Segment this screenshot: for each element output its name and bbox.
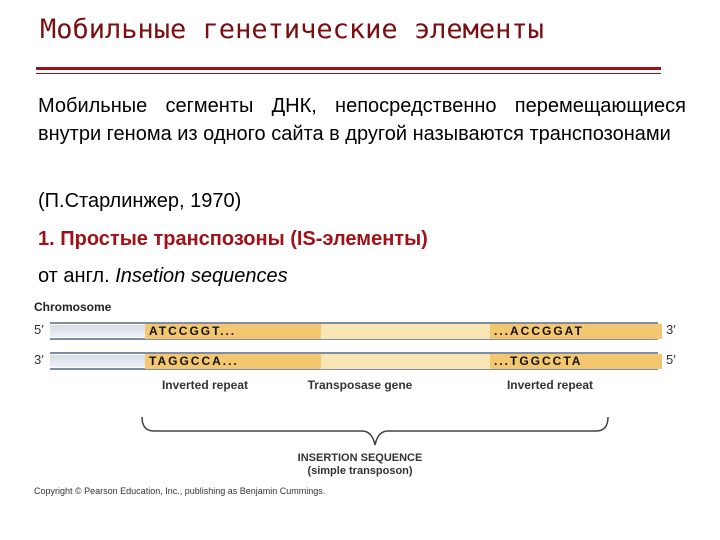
insertion-sequence-title: INSERTION SEQUENCE [297, 452, 423, 464]
section-heading: 1. Простые транспозоны (IS-элементы) [38, 228, 428, 250]
top-left-sequence: ATCCGGT... [145, 324, 321, 339]
definition-paragraph: Мобильные сегменты ДНК, непосредственно … [38, 95, 686, 145]
bottom-strand: TAGGCCA... ...TGGCCTA [50, 352, 662, 370]
strand-edge [50, 352, 658, 354]
origin-prefix: от англ. [38, 265, 116, 287]
title-rule-thin [36, 73, 661, 74]
origin-term: Insetion sequences [115, 265, 288, 287]
strand-edge [50, 368, 658, 370]
title-rule-thick [36, 67, 661, 70]
bottom-left-end: 3′ [34, 352, 44, 367]
strand-edge [50, 322, 658, 324]
top-strand: ATCCGGT... ...ACCGGAT [50, 322, 662, 340]
insertion-sequence-label: INSERTION SEQUENCE (simple transposon) [290, 452, 430, 478]
slide-title: Мобильные генетические элементы [40, 14, 544, 45]
citation: (П.Старлинжер, 1970) [38, 190, 242, 212]
inverted-repeat-left-label: Inverted repeat [161, 378, 249, 392]
top-left-end: 5′ [34, 322, 44, 337]
transposase-region [321, 324, 490, 339]
transposase-region [321, 354, 490, 369]
insertion-sequence-brace [141, 416, 609, 446]
top-right-sequence: ...ACCGGAT [490, 324, 662, 339]
bottom-right-end: 5′ [666, 352, 676, 367]
top-right-end: 3′ [666, 322, 676, 337]
transposase-gene-label: Transposase gene [307, 378, 413, 392]
term-origin: от англ. Insetion sequences [38, 265, 288, 288]
bottom-left-sequence: TAGGCCA... [145, 354, 321, 369]
inverted-repeat-right-label: Inverted repeat [506, 378, 594, 392]
copyright-note: Copyright © Pearson Education, Inc., pub… [34, 486, 326, 496]
simple-transposon-subtitle: (simple transposon) [307, 465, 413, 477]
chromosome-label: Chromosome [34, 300, 112, 314]
bottom-right-sequence: ...TGGCCTA [490, 354, 662, 369]
strand-edge [50, 338, 658, 340]
